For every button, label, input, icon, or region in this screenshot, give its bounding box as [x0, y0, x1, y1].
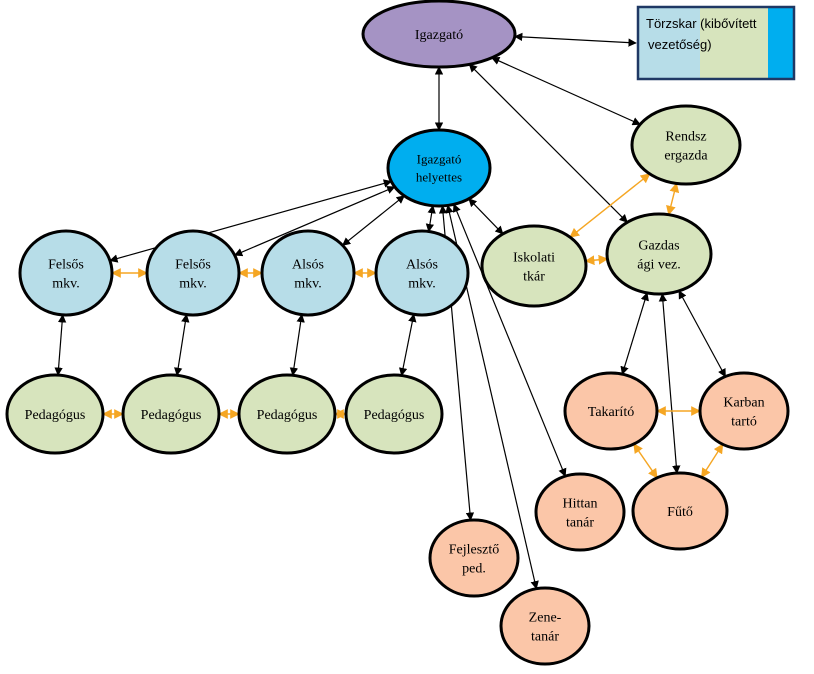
node-alsos1-label: Alsós: [292, 257, 324, 272]
node-zenetanar[interactable]: Zene-tanár: [499, 586, 591, 666]
torzskar-box-left: [638, 7, 700, 79]
node-ped3-shape: [237, 373, 337, 455]
nodes-layer: IgazgatóIgazgatóhelyettesRendszergazdaGa…: [5, 0, 790, 666]
node-gazdasagi[interactable]: Gazdas ági vez.: [605, 212, 713, 296]
edge-igazgato-gazdasagi: [468, 63, 628, 223]
edge-karbantarto-futo: [701, 443, 724, 479]
node-alsos2-shape: [374, 229, 470, 317]
torzskar-label-line2: vezetőség): [648, 37, 712, 52]
node-rendszergazda[interactable]: Rendsz ergazda: [630, 104, 742, 186]
node-gazdasagi-label: ági vez.: [637, 257, 681, 272]
edges-layer: [54, 32, 726, 590]
edge-helyettes-alsos2: [425, 204, 436, 233]
node-ped1-shape: [5, 373, 105, 455]
node-igazgato-label: Igazgató: [415, 28, 463, 43]
node-felsos2-shape: [145, 229, 241, 317]
node-zenetanar-label: tanár: [531, 629, 559, 644]
node-iskolatitkar[interactable]: Iskolati tkár: [480, 224, 588, 308]
node-takarito[interactable]: Takarító: [563, 371, 659, 451]
node-iskolatitkar-label: tkár: [523, 269, 545, 284]
node-karbantarto-shape: [698, 371, 790, 451]
node-ped4[interactable]: Pedagógus: [344, 373, 444, 455]
edge-iskolatitkar-rendszergazda: [569, 173, 651, 238]
node-karbantarto-label: tartó: [731, 414, 757, 429]
node-felsos1-label: mkv.: [52, 276, 79, 291]
edge-felsos1-ped1: [54, 314, 67, 376]
edge-alsos1-ped3: [289, 313, 305, 377]
node-futo[interactable]: Fűtő: [631, 471, 729, 551]
node-ped4-shape: [344, 373, 444, 455]
node-futo-shape: [631, 471, 729, 551]
node-helyettes-label: helyettes: [416, 170, 462, 185]
torzskar-label-line1: Törzskar (kibővített: [646, 16, 757, 31]
node-igazgato[interactable]: Igazgató: [361, 0, 517, 69]
node-alsos1[interactable]: Alsós mkv.: [260, 229, 356, 317]
edge-alsos2-ped4: [398, 313, 417, 377]
node-felsos2-label: mkv.: [179, 276, 206, 291]
node-helyettes-label: Igazgató: [417, 152, 462, 167]
node-fejleszto-label: Fejlesztő: [449, 542, 500, 557]
node-hittan-shape: [534, 472, 626, 552]
node-takarito-label: Takarító: [588, 405, 634, 420]
node-gazdasagi-label: Gazdas: [638, 238, 679, 253]
node-ped1[interactable]: Pedagógus: [5, 373, 105, 455]
edge-gazdasagi-futo: [658, 293, 681, 474]
node-karbantarto[interactable]: Karban tartó: [698, 371, 790, 451]
node-rendszergazda-label: ergazda: [664, 148, 708, 163]
node-felsos2[interactable]: Felsős mkv.: [145, 229, 241, 317]
node-ped2-shape: [121, 373, 221, 455]
node-rendszergazda-label: Rendsz: [665, 129, 706, 144]
edge-gazdasagi-takarito: [620, 292, 649, 376]
node-alsos1-shape: [260, 229, 356, 317]
node-alsos2[interactable]: Alsós mkv.: [374, 229, 470, 317]
edge-igazgato-torzskar: [513, 32, 637, 47]
node-felsos1-shape: [18, 229, 114, 317]
node-futo-label: Fűtő: [667, 505, 693, 520]
node-ped2[interactable]: Pedagógus: [121, 373, 221, 455]
torzskar-box-right: [768, 7, 794, 79]
edge-helyettes-alsos1: [341, 195, 405, 246]
node-fejleszto-label: ped.: [462, 561, 486, 576]
edge-felsos2-ped2: [174, 313, 190, 377]
node-gazdasagi-shape: [605, 212, 713, 296]
torzskar-box[interactable]: Törzskar (kibővített vezetőség): [636, 5, 796, 81]
node-alsos2-label: Alsós: [406, 257, 438, 272]
node-felsos1-label: Felsős: [48, 257, 84, 272]
node-ped3-label: Pedagógus: [257, 408, 318, 423]
node-alsos2-label: mkv.: [408, 276, 435, 291]
node-ped2-label: Pedagógus: [141, 408, 202, 423]
node-ped1-label: Pedagógus: [25, 408, 86, 423]
node-takarito-shape: [563, 371, 659, 451]
node-hittan[interactable]: Hittan tanár: [534, 472, 626, 552]
node-alsos1-label: mkv.: [294, 276, 321, 291]
edge-helyettes-iskolatitkar: [468, 198, 504, 235]
node-karbantarto-label: Karban: [723, 395, 764, 410]
edge-takarito-futo: [633, 443, 658, 479]
node-felsos2-label: Felsős: [175, 257, 211, 272]
node-iskolatitkar-label: Iskolati: [513, 250, 555, 265]
node-hittan-label: tanár: [566, 515, 594, 530]
edge-gazdasagi-karbantarto: [678, 290, 726, 378]
torzskar-box-border: [636, 5, 796, 81]
node-ped3[interactable]: Pedagógus: [237, 373, 337, 455]
edge-rendszergazda-gazdasagi: [666, 182, 680, 216]
node-iskolatitkar-shape: [480, 224, 588, 308]
node-helyettes-shape: [386, 128, 492, 208]
node-zenetanar-shape: [499, 586, 591, 666]
torzskar-box-mid: [700, 7, 768, 79]
edge-igazgato-rendszergazda: [491, 56, 641, 126]
node-ped4-label: Pedagógus: [364, 408, 425, 423]
node-hittan-label: Hittan: [563, 496, 598, 511]
node-rendszergazda-shape: [630, 104, 742, 186]
node-fejleszto[interactable]: Fejlesztő ped.: [428, 518, 520, 598]
node-fejleszto-shape: [428, 518, 520, 598]
node-igazgato-shape: [361, 0, 517, 69]
node-felsos1[interactable]: Felsős mkv.: [18, 229, 114, 317]
node-zenetanar-label: Zene-: [529, 610, 562, 625]
edge-iskolatitkar-gazdasagi: [584, 254, 609, 266]
node-helyettes[interactable]: Igazgató helyettes: [386, 128, 492, 208]
